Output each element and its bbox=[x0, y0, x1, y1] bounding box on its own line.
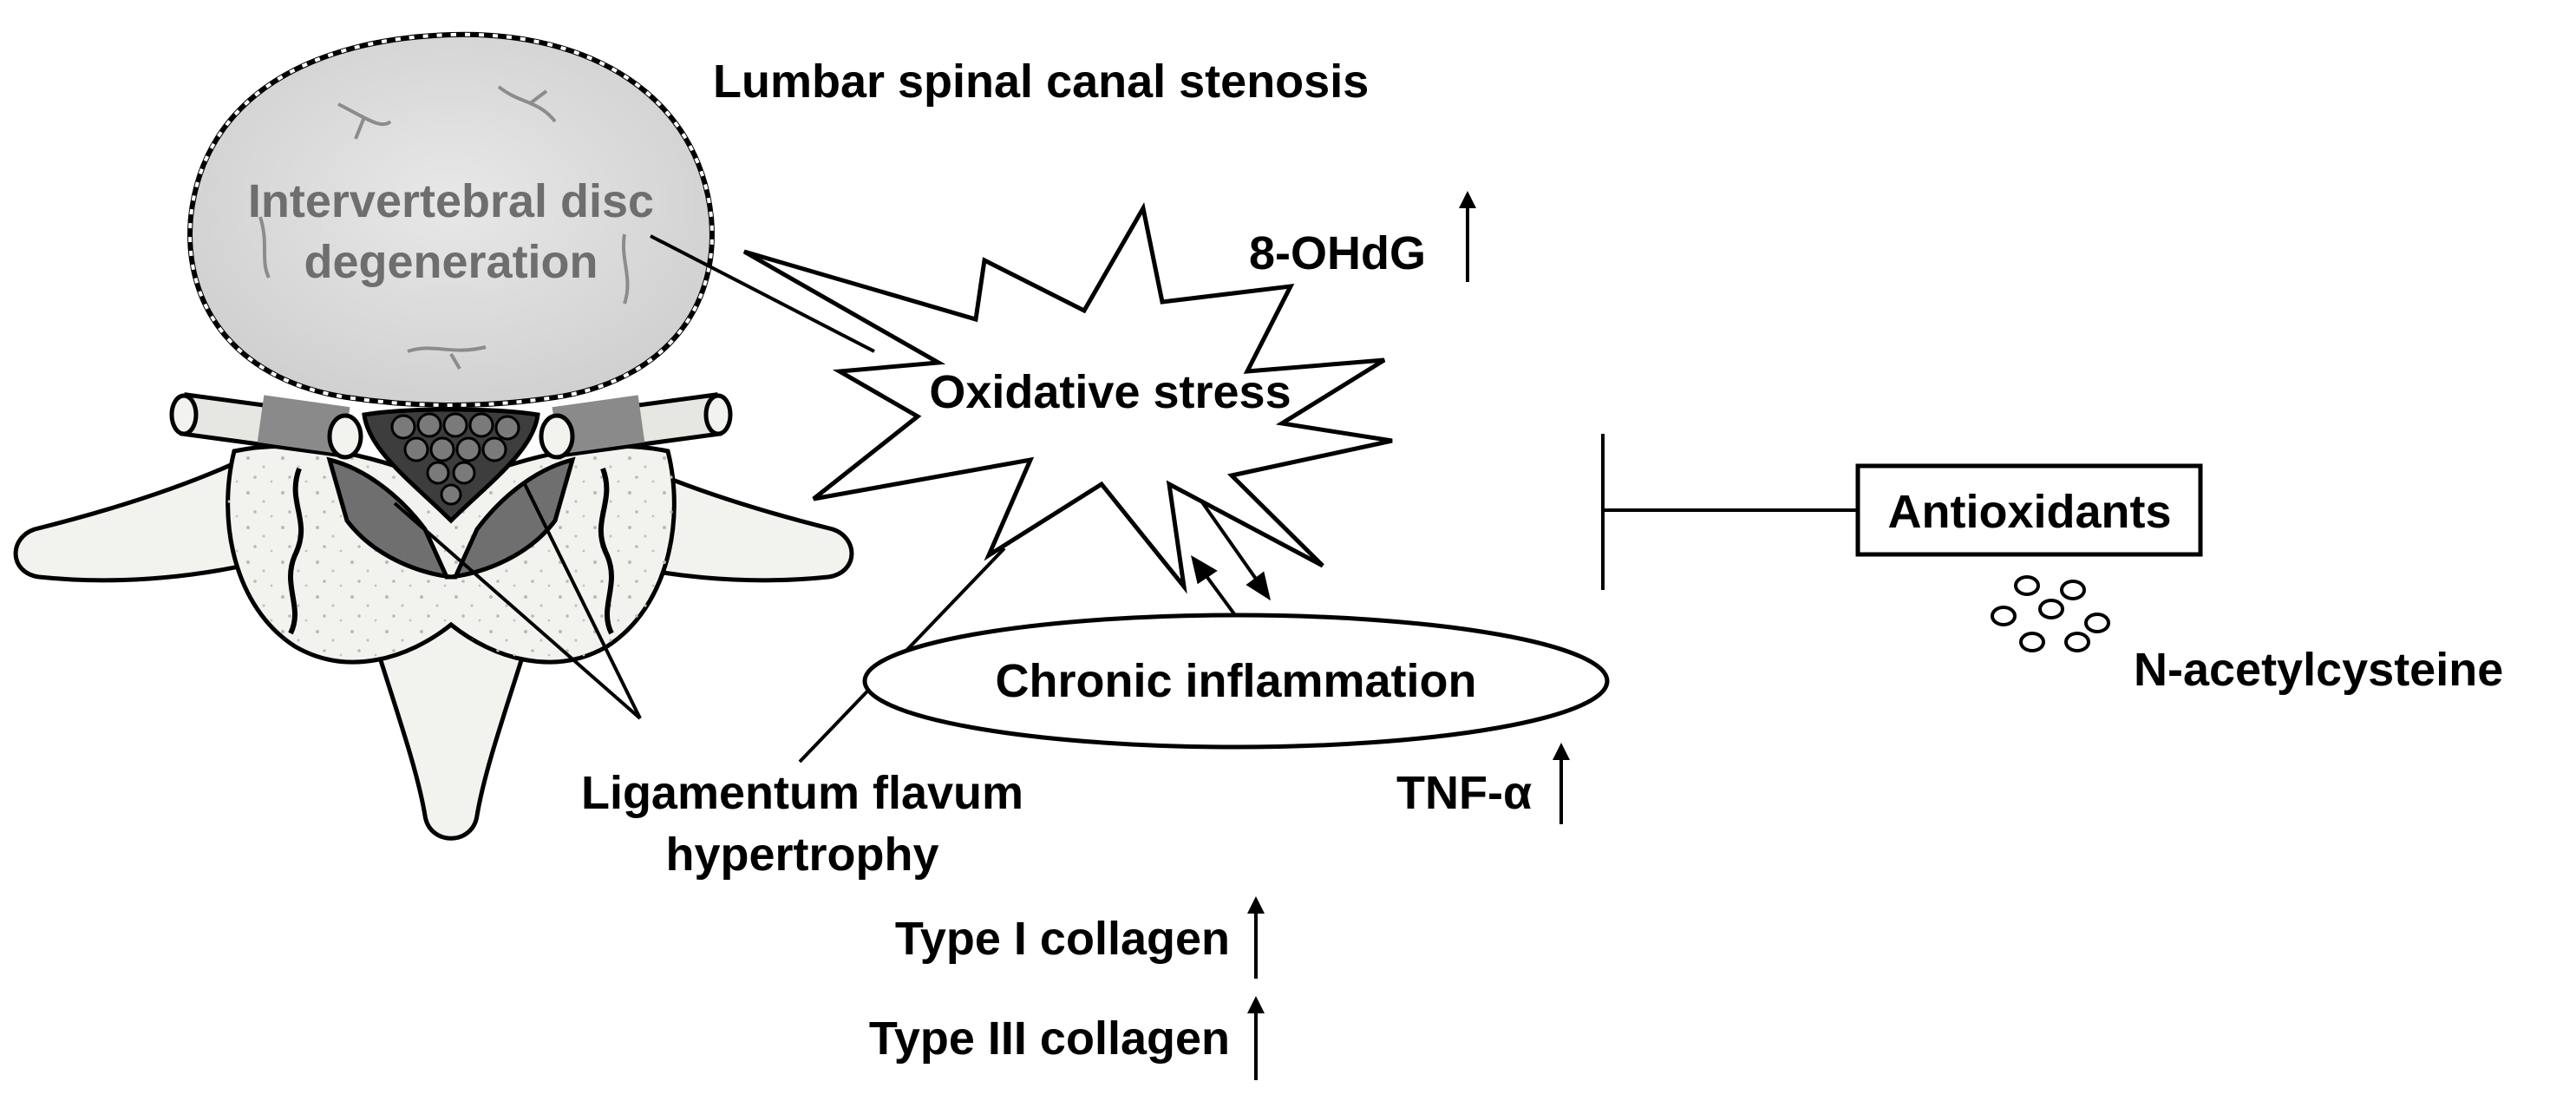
antioxidants-box bbox=[1855, 463, 2203, 557]
disc-label-line1: Intervertebral disc bbox=[248, 175, 654, 227]
left-pedicle bbox=[169, 392, 363, 460]
disc-fissures bbox=[258, 85, 630, 370]
ligament-callout-right bbox=[523, 483, 642, 719]
oxidative-stress-burst bbox=[742, 202, 1393, 594]
right-pedicle bbox=[539, 392, 733, 460]
nac-molecules-icon bbox=[1991, 575, 2110, 652]
up-arrow-icon bbox=[1247, 896, 1265, 979]
spinous-process bbox=[361, 605, 541, 841]
connector-lines bbox=[393, 234, 1858, 763]
marker-8ohdg-label: 8-OHdG bbox=[1249, 227, 1426, 279]
disc-to-stress-line bbox=[650, 234, 875, 353]
up-arrow-icon bbox=[1553, 743, 1570, 824]
title: Lumbar spinal canal stenosis bbox=[713, 56, 1369, 108]
type3-collagen-label: Type III collagen bbox=[869, 1013, 1230, 1065]
up-arrow-icon bbox=[1247, 996, 1265, 1080]
ligamentum-label-line1: Ligamentum flavum bbox=[581, 767, 1023, 819]
disc-label-line2: degeneration bbox=[304, 236, 598, 288]
feedback-arrows bbox=[1191, 498, 1272, 633]
chronic-inflammation-ellipse bbox=[862, 613, 1610, 750]
vertebra-illustration: Intervertebral disc degeneration bbox=[13, 31, 854, 841]
chronic-inflammation-label: Chronic inflammation bbox=[995, 655, 1476, 707]
antioxidants-label: Antioxidants bbox=[1887, 486, 2171, 538]
nerve-roots bbox=[390, 412, 520, 506]
ligamentum-flavum bbox=[326, 456, 576, 580]
up-arrow-icon bbox=[1459, 191, 1476, 282]
left-transverse-process bbox=[13, 448, 290, 583]
ligament-callout-left bbox=[393, 501, 642, 720]
type1-collagen-label: Type I collagen bbox=[895, 913, 1230, 965]
nac-label: N-acetylcysteine bbox=[2134, 644, 2503, 696]
oxidative-stress-label: Oxidative stress bbox=[929, 366, 1291, 418]
marker-tnf-label: TNF-α bbox=[1396, 767, 1532, 819]
ligamentum-label-line2: hypertrophy bbox=[665, 829, 938, 881]
